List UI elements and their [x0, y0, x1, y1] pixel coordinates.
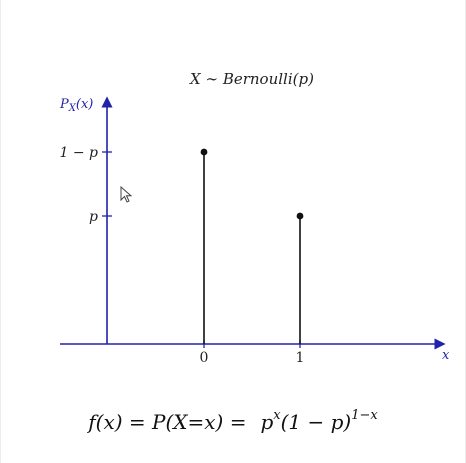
- y-tick-label: 1 − p: [60, 145, 99, 161]
- stems: [200, 148, 304, 344]
- formula-exponent-1-minus-x: 1−x: [351, 408, 378, 423]
- x-tick-label: 0: [200, 350, 209, 366]
- pmf-formula: f(x) = P(X=x) = px(1 − p)1−x: [0, 408, 466, 434]
- mouse-pointer-icon: [120, 186, 133, 203]
- formula-lhs: f(x) = P(X=x) =: [88, 410, 247, 434]
- y-tick-label: p: [89, 209, 98, 225]
- formula-base: p: [260, 410, 274, 434]
- y-ticks: 1 − p p: [60, 145, 112, 225]
- x-axis-label: x: [442, 348, 450, 363]
- stem-point: [296, 212, 304, 220]
- stem-point: [200, 148, 208, 156]
- bernoulli-pmf-chart: X ∼ Bernoulli(p) PX(x) x 1 − p p 0 1: [59, 70, 450, 366]
- x-tick-label: 1: [296, 350, 305, 366]
- chart-title: X ∼ Bernoulli(p): [189, 70, 314, 88]
- formula-exponent-x: x: [273, 408, 281, 423]
- formula-middle: (1 − p): [280, 410, 352, 434]
- y-axis-label: PX(x): [59, 97, 93, 114]
